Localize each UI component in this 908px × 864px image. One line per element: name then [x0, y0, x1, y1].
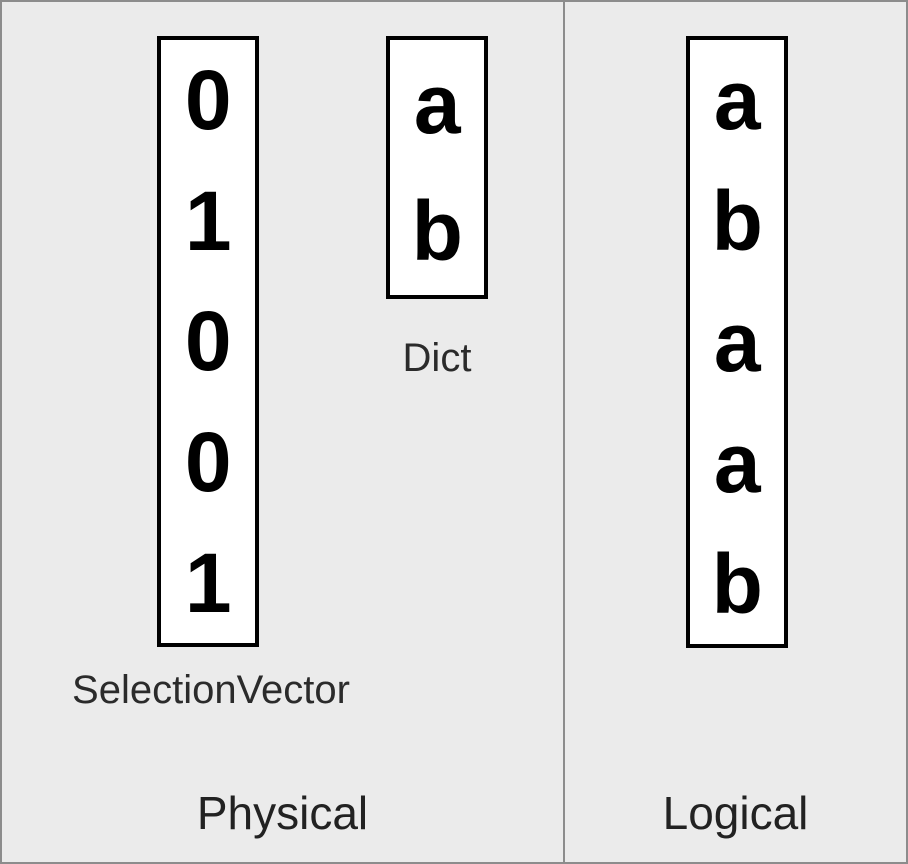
selection-vector-cell-1: 1: [184, 173, 232, 268]
logical-cell-0: a: [713, 53, 761, 148]
panel-caption-logical: Logical: [662, 787, 809, 839]
dict-cell-1: b: [411, 184, 463, 279]
dict-label: Dict: [402, 336, 472, 380]
selection-vector-cell-2: 0: [184, 294, 232, 389]
selection-vector-label: SelectionVector: [72, 668, 350, 712]
panel-divider: [563, 2, 565, 862]
logical-cell-1: b: [711, 174, 763, 269]
selection-vector-cell-0: 0: [184, 53, 232, 148]
selection-vector-cell-3: 0: [184, 415, 232, 510]
panel-caption-physical: Physical: [196, 787, 369, 839]
logical-cell-3: a: [713, 415, 761, 510]
logical-column-box: a b a a b: [686, 36, 788, 648]
selection-vector-box: 0 1 0 0 1: [157, 36, 259, 647]
logical-cell-4: b: [711, 536, 763, 631]
logical-cell-2: a: [713, 294, 761, 389]
dict-cell-0: a: [413, 56, 461, 151]
dict-box: a b: [386, 36, 488, 299]
selection-vector-cell-4: 1: [184, 535, 232, 630]
panel-physical: 0 1 0 0 1 SelectionVector a b Dict Physi…: [2, 2, 563, 862]
panel-logical: a b a a b Logical: [565, 2, 906, 862]
